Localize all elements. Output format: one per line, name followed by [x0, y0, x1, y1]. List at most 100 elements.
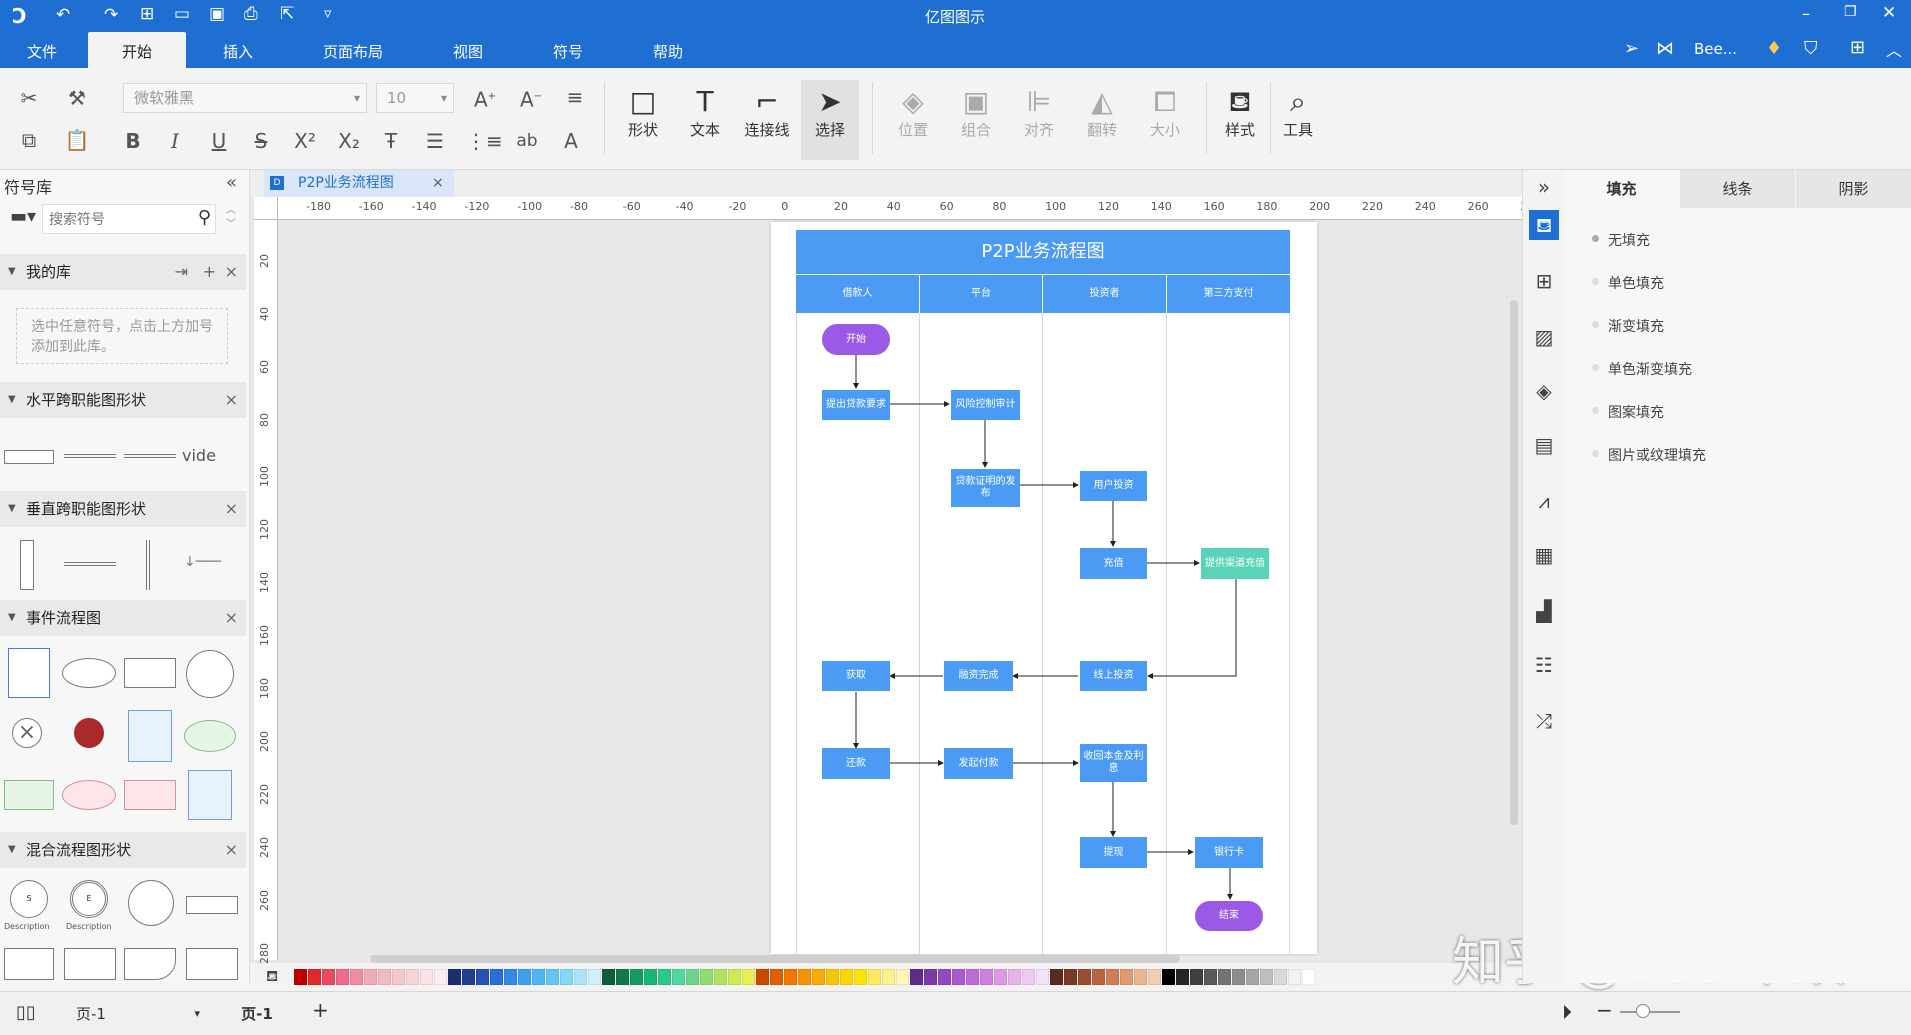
search-box[interactable]: ⚲ [42, 204, 216, 234]
color-swatch[interactable] [630, 969, 643, 985]
close-tab-icon[interactable]: × [432, 175, 444, 191]
node-loan-done[interactable]: 融资完成 [944, 661, 1013, 691]
skin-icon[interactable]: ⛉ [1804, 38, 1818, 59]
color-swatch[interactable] [882, 969, 895, 985]
fill-color-icon[interactable]: ⛾ [266, 967, 279, 985]
page-icon[interactable]: ▤ [1534, 433, 1554, 457]
page-panel-icon[interactable]: ▯▯ [16, 1002, 36, 1023]
shape-h-lane[interactable] [124, 454, 176, 458]
superscript-icon[interactable]: X² [294, 129, 316, 153]
strikethrough-icon[interactable]: S [254, 129, 268, 153]
color-swatch[interactable] [658, 969, 671, 985]
shape-v-separator[interactable] [64, 562, 116, 566]
tab-fill[interactable]: 填充 [1564, 170, 1679, 208]
text-case-icon[interactable]: ab [516, 131, 538, 151]
bullet-list-icon[interactable]: ⋮≡ [466, 129, 503, 153]
lane-platform[interactable] [920, 313, 1043, 954]
image-icon[interactable]: ▨ [1534, 325, 1554, 349]
node-end[interactable]: 结束 [1195, 901, 1263, 931]
font-grow-icon[interactable]: A+ [473, 87, 497, 112]
lane-borrower[interactable] [796, 313, 920, 954]
fill-option-solid[interactable]: 单色填充 [1592, 273, 1664, 293]
shape-process-alt[interactable] [64, 948, 116, 980]
shape-v-lane[interactable] [146, 540, 150, 590]
color-swatch[interactable] [1288, 969, 1301, 985]
collapse-ribbon-icon[interactable]: ︿ [1886, 41, 1903, 60]
color-swatch[interactable] [1218, 969, 1231, 985]
print-icon[interactable]: ⎙ [244, 4, 258, 24]
shape-header-rect[interactable] [186, 948, 238, 980]
add-page-button[interactable]: + [312, 998, 329, 1022]
color-swatch[interactable] [616, 969, 629, 985]
color-swatch[interactable] [1078, 969, 1091, 985]
symbol-grid-icon[interactable]: ⊞ [1535, 269, 1553, 293]
color-swatch[interactable] [546, 969, 559, 985]
bold-icon[interactable]: B [125, 129, 141, 153]
lane-third-party[interactable] [1167, 313, 1290, 954]
color-swatch[interactable] [392, 969, 405, 985]
fill-option-gradient[interactable]: 渐变填充 [1592, 316, 1664, 336]
color-swatch[interactable] [364, 969, 377, 985]
shape-v-milestone[interactable]: ↓─── [184, 554, 222, 570]
shape-split-rect[interactable] [186, 896, 238, 914]
section-my-library[interactable]: 我的库⇥+× [0, 254, 246, 290]
color-swatch[interactable] [1190, 969, 1203, 985]
color-swatch[interactable] [854, 969, 867, 985]
horizontal-scrollbar[interactable] [370, 955, 1180, 963]
tab-shadow[interactable]: 阴影 [1796, 170, 1911, 208]
table-icon[interactable]: ▦ [1534, 543, 1554, 567]
color-swatch[interactable] [742, 969, 755, 985]
color-swatch[interactable] [588, 969, 601, 985]
format-list-icon[interactable]: ☷ [1535, 653, 1553, 677]
shape-green-rect[interactable] [4, 780, 54, 810]
color-swatch[interactable] [812, 969, 825, 985]
line-spacing-icon[interactable]: ☰ [426, 129, 444, 153]
shape-pink-rect[interactable] [124, 780, 176, 810]
color-swatch[interactable] [952, 969, 965, 985]
quick-access-dropdown-icon[interactable]: ▿ [324, 4, 332, 22]
color-swatch[interactable] [476, 969, 489, 985]
color-swatch[interactable] [770, 969, 783, 985]
new-file-icon[interactable]: ⊞ [140, 4, 155, 24]
color-swatch[interactable] [1246, 969, 1259, 985]
shape-end-circle[interactable]: E [70, 880, 108, 918]
node-recover-principal[interactable]: 收回本金及利息 [1080, 744, 1147, 782]
menu-page-layout[interactable]: 页面布局 [322, 43, 383, 61]
fill-option-picture[interactable]: 图片或纹理填充 [1592, 445, 1706, 465]
search-icon[interactable]: ⚲ [197, 207, 211, 228]
shape-tool-button[interactable]: □形状 [617, 84, 669, 140]
style-button[interactable]: ⛾样式 [1214, 84, 1266, 140]
save-icon[interactable]: ▣ [209, 4, 226, 24]
shape-circle[interactable] [186, 650, 234, 698]
node-bank-card[interactable]: 银行卡 [1195, 837, 1263, 868]
color-swatch[interactable] [644, 969, 657, 985]
color-swatch[interactable] [1204, 969, 1217, 985]
node-risk-audit[interactable]: 风险控制审计 [951, 390, 1020, 420]
color-swatch[interactable] [1274, 969, 1287, 985]
shape-h-pool[interactable] [4, 450, 54, 464]
shape-red-dot[interactable] [74, 718, 104, 748]
zoom-slider-thumb[interactable] [1636, 1004, 1650, 1018]
section-horizontal-cross-functional[interactable]: 水平跨职能图形状× [0, 382, 246, 418]
color-swatch[interactable] [336, 969, 349, 985]
fill-option-none[interactable]: 无填充 [1592, 230, 1650, 250]
section-mixed-flowchart[interactable]: 混合流程图形状× [0, 832, 246, 868]
color-swatch[interactable] [1008, 969, 1021, 985]
node-loan-publish[interactable]: 贷款证明的发布 [951, 469, 1020, 507]
shape-pink-ellipse[interactable] [62, 780, 116, 810]
section-event-flowchart[interactable]: 事件流程图× [0, 600, 246, 636]
font-size-select[interactable]: 10 [376, 83, 454, 113]
color-swatch[interactable] [378, 969, 391, 985]
search-input[interactable] [43, 205, 183, 233]
color-swatch[interactable] [1120, 969, 1133, 985]
menu-view[interactable]: 视图 [452, 43, 483, 61]
color-swatch[interactable] [602, 969, 615, 985]
fill-panel-icon[interactable]: ⛾ [1529, 210, 1559, 240]
color-swatch[interactable] [924, 969, 937, 985]
open-folder-icon[interactable]: ▭ [174, 4, 191, 24]
color-swatch[interactable] [1302, 969, 1315, 985]
lane-investor[interactable] [1043, 313, 1167, 954]
shape-event-flag[interactable] [8, 648, 50, 698]
color-swatch[interactable] [1162, 969, 1175, 985]
